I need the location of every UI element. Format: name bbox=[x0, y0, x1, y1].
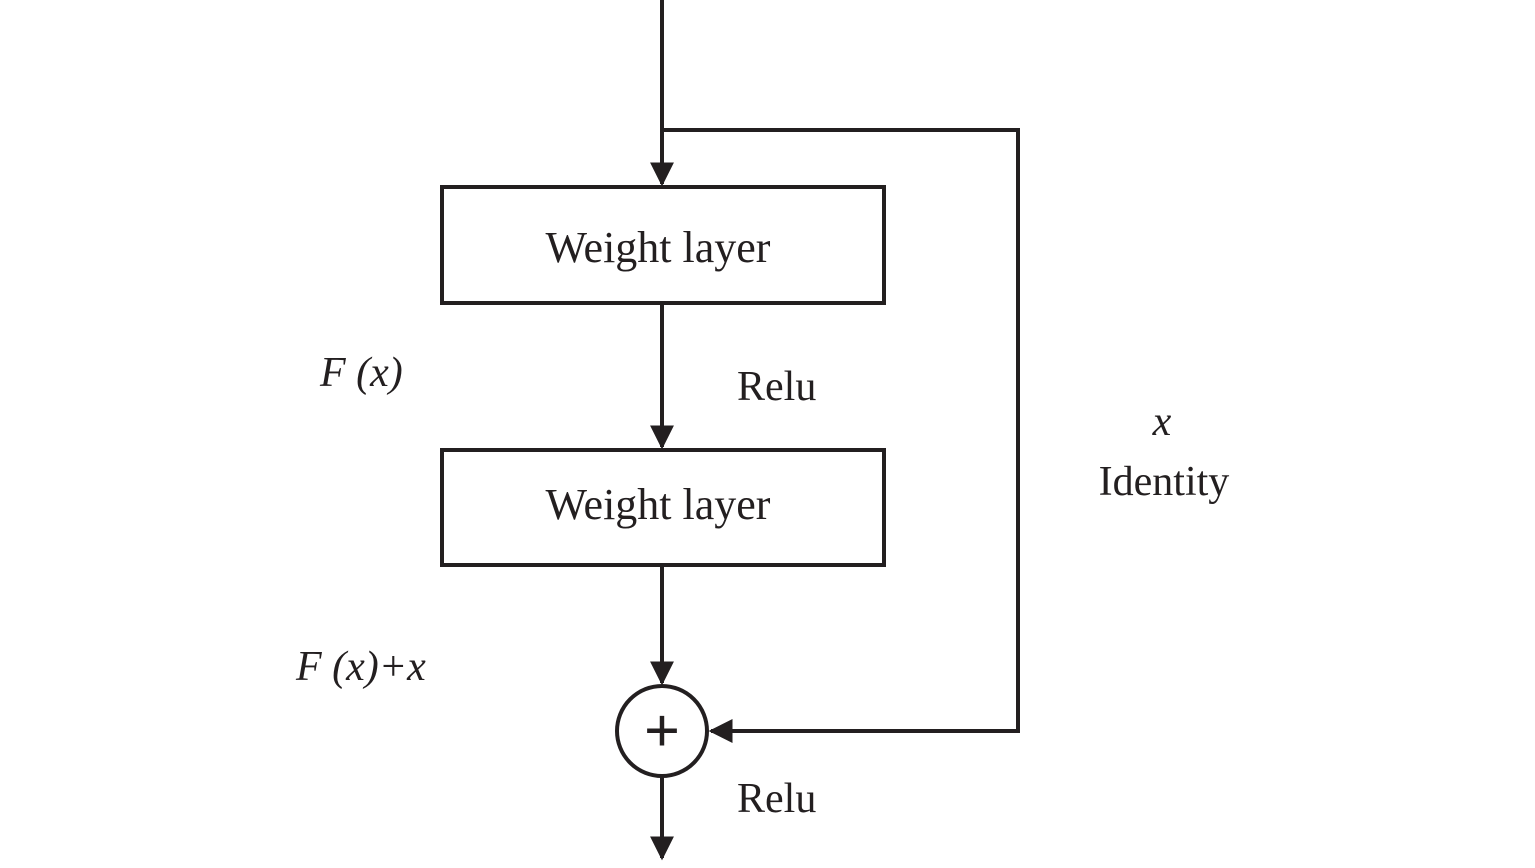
identity-label: Identity bbox=[1099, 459, 1230, 505]
relu-out-label: Relu bbox=[737, 776, 816, 822]
fx-label: F (x) bbox=[319, 350, 403, 396]
weight-layer-label-1: Weight layer bbox=[546, 223, 771, 272]
relu-mid-label: Relu bbox=[737, 364, 816, 410]
adder-plus-icon: + bbox=[644, 695, 680, 766]
identity-shortcut-arrow bbox=[662, 128, 1020, 743]
fx-plus-x-label: F (x)+x bbox=[295, 644, 426, 690]
weight-layer-label-2: Weight layer bbox=[546, 480, 771, 529]
x-label: x bbox=[1152, 399, 1172, 445]
